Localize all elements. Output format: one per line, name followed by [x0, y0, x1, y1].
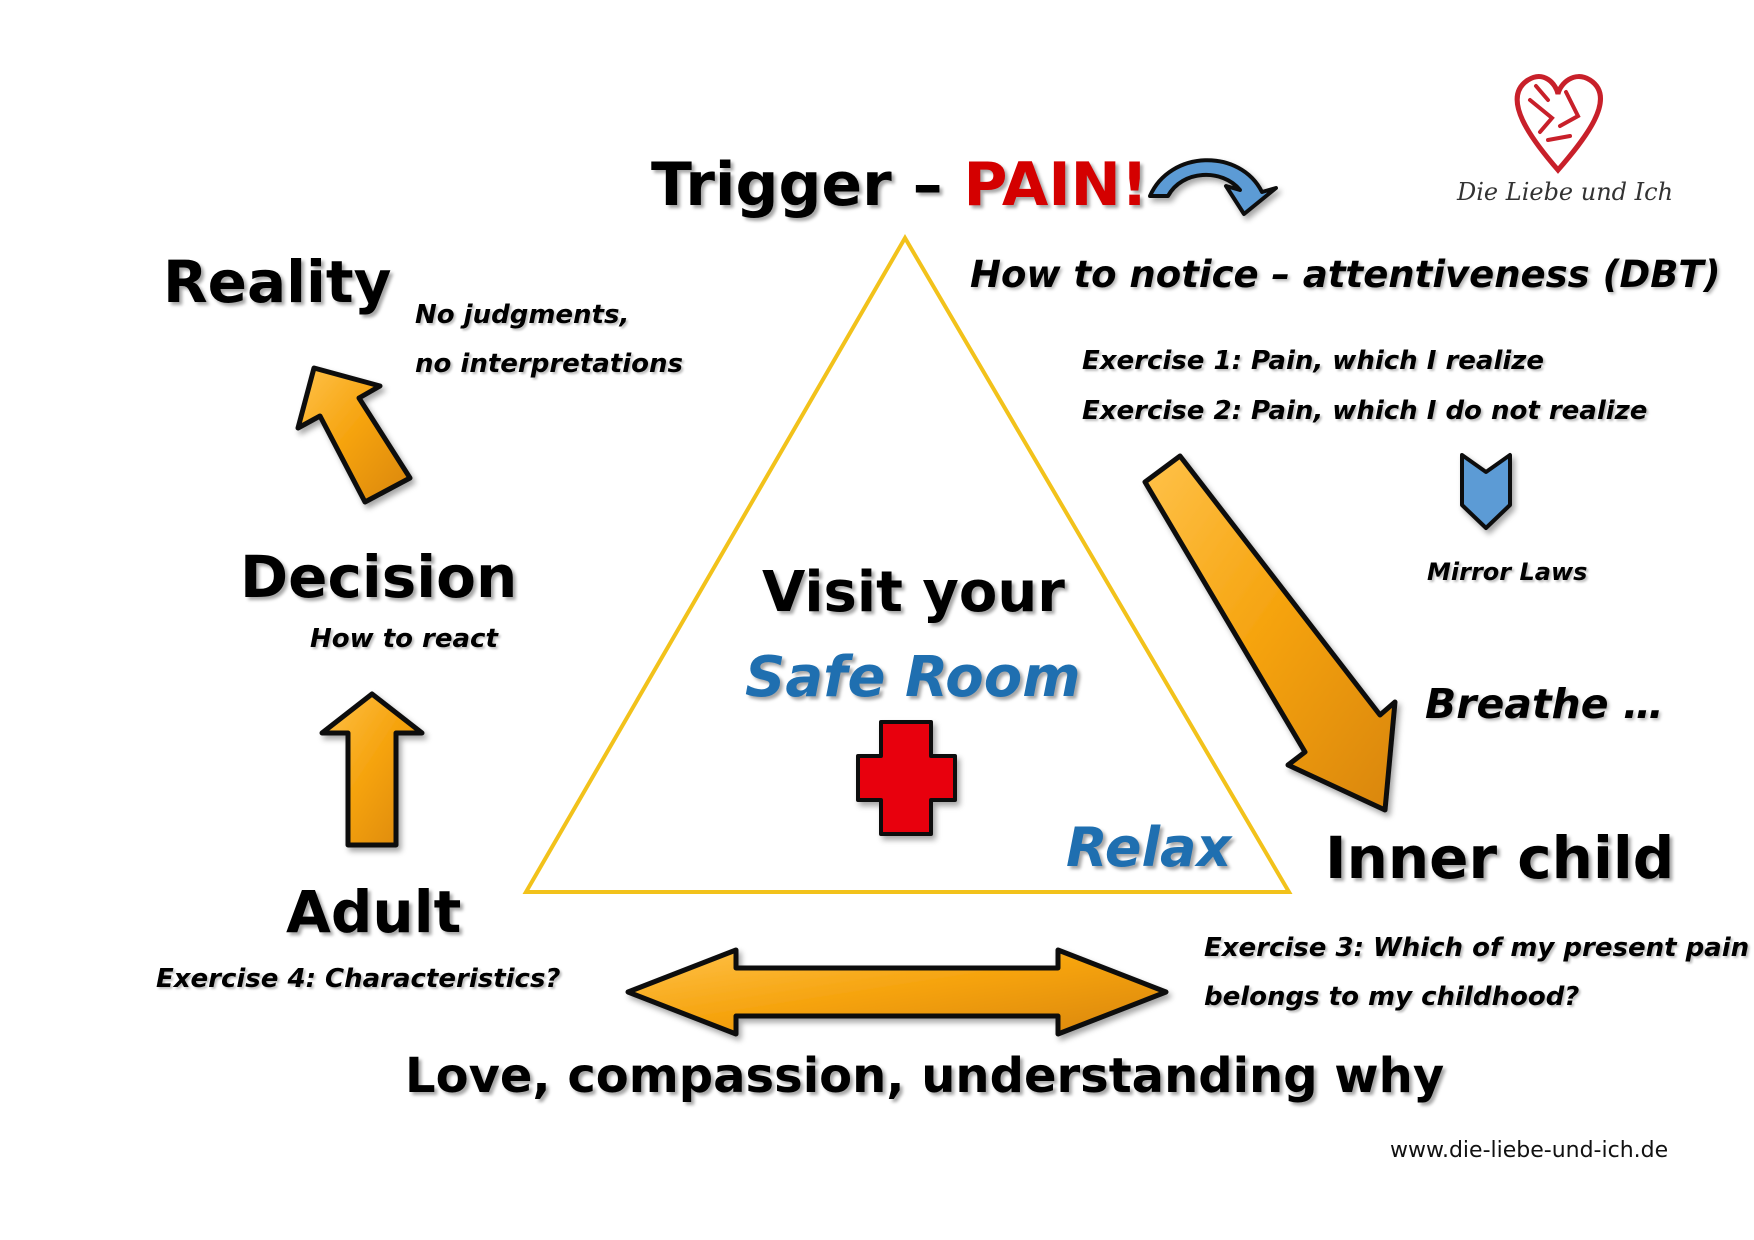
reality-sub-1: No judgments,: [415, 300, 630, 330]
decision-sub: How to react: [310, 624, 498, 654]
logo-text: Die Liebe und Ich: [1457, 178, 1674, 206]
relax-label: Relax: [1066, 816, 1232, 879]
exercise-4: Exercise 4: Characteristics?: [156, 964, 561, 994]
arrow-to-reality: [295, 365, 413, 505]
exercise-3-line1: Exercise 3: Which of my present pain: [1204, 933, 1750, 963]
center-visit-label: Visit your: [762, 560, 1065, 625]
breathe-label: Breathe …: [1425, 680, 1664, 728]
reality-sub-2: no interpretations: [415, 349, 683, 379]
notice-heading: How to notice – attentiveness (DBT): [970, 253, 1721, 296]
arrow-to-decision: [319, 691, 425, 848]
arrow-to-inner-child: [1142, 453, 1398, 813]
pain-label: PAIN!: [963, 150, 1149, 220]
reality-label: Reality: [163, 248, 392, 316]
safe-room-triangle: [522, 234, 1293, 894]
decision-label: Decision: [240, 543, 518, 611]
exercise-3-line2: belongs to my childhood?: [1204, 982, 1580, 1012]
title-trigger: Trigger – PAIN!: [651, 150, 1148, 220]
inner-child-label: Inner child: [1325, 824, 1675, 892]
chevron-down-icon: [1460, 453, 1512, 530]
bottom-caption: Love, compassion, understanding why: [405, 1048, 1445, 1104]
adult-label: Adult: [286, 878, 462, 946]
center-safe-room-label: Safe Room: [745, 645, 1081, 710]
trigger-label: Trigger –: [651, 150, 943, 220]
website-url: www.die-liebe-und-ich.de: [1390, 1138, 1669, 1163]
curved-arrow-icon: [1148, 158, 1278, 216]
mirror-laws-label: Mirror Laws: [1427, 558, 1588, 586]
exercise-1: Exercise 1: Pain, which I realize: [1082, 346, 1545, 376]
exercise-2: Exercise 2: Pain, which I do not realize: [1082, 396, 1648, 426]
red-cross-icon: [856, 720, 957, 836]
double-arrow: [625, 947, 1169, 1037]
heart-logo-icon: [1514, 74, 1603, 174]
